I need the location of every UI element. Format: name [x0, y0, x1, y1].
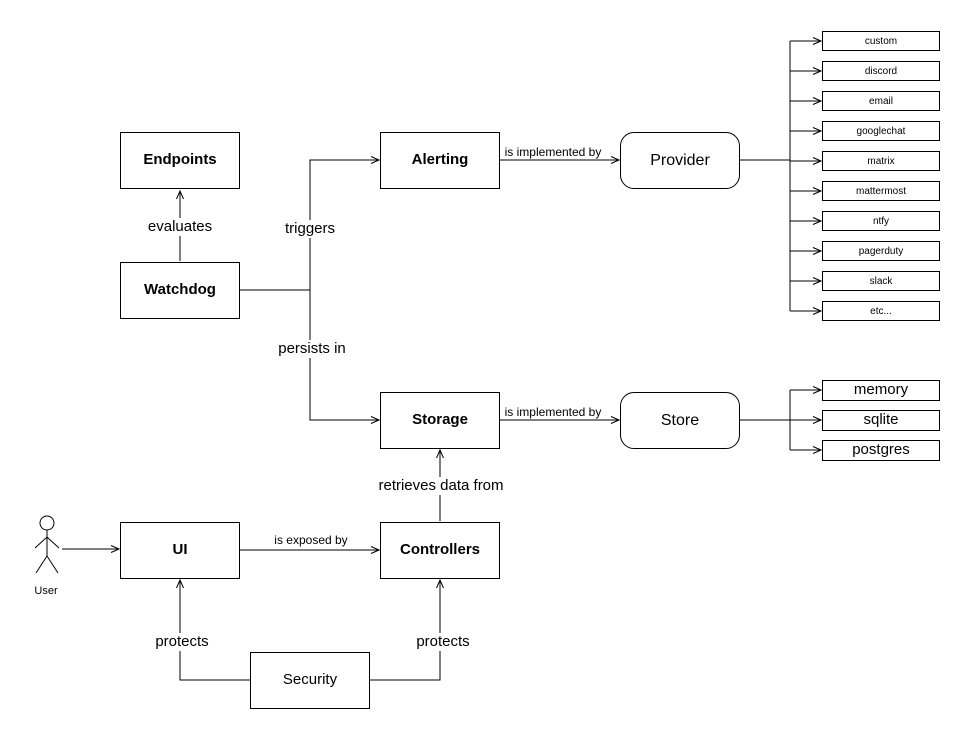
- node-endpoints: Endpoints: [120, 132, 240, 189]
- edge-watchdog-alerting: [309, 160, 379, 290]
- edge-label-storage-implemented-by: is implemented by: [501, 404, 605, 420]
- user-actor-label: User: [34, 585, 58, 597]
- node-watchdog: Watchdog: [120, 262, 240, 319]
- node-controllers: Controllers: [380, 522, 500, 579]
- provider-item-matrix: matrix: [822, 151, 940, 171]
- node-provider: Provider: [620, 132, 740, 189]
- provider-item-pagerduty: pagerduty: [822, 241, 940, 261]
- node-security: Security: [250, 652, 370, 709]
- node-store: Store: [620, 392, 740, 449]
- edge-security-ui: [180, 580, 250, 681]
- edge-label-evaluates: evaluates: [144, 218, 216, 236]
- provider-item-etc: etc...: [822, 301, 940, 321]
- provider-item-slack: slack: [822, 271, 940, 291]
- edge-label-retrieves-data-from: retrieves data from: [375, 477, 507, 495]
- edge-label-alerting-implemented-by: is implemented by: [501, 144, 605, 160]
- edge-label-protects-controllers: protects: [413, 633, 473, 651]
- node-alerting: Alerting: [380, 132, 500, 189]
- edge-store-fanout: [740, 390, 821, 450]
- store-item-memory: memory: [822, 380, 940, 401]
- edge-watchdog-storage: [309, 290, 379, 420]
- edge-security-controllers: [370, 580, 440, 681]
- provider-item-discord: discord: [822, 61, 940, 81]
- provider-item-googlechat: googlechat: [822, 121, 940, 141]
- edge-label-persists-in: persists in: [275, 340, 349, 358]
- store-item-sqlite: sqlite: [822, 410, 940, 431]
- edge-label-protects-ui: protects: [152, 633, 212, 651]
- node-ui: UI: [120, 522, 240, 579]
- provider-item-email: email: [822, 91, 940, 111]
- store-item-postgres: postgres: [822, 440, 940, 461]
- edge-label-is-exposed-by: is exposed by: [271, 532, 351, 548]
- edge-provider-fanout: [740, 41, 821, 311]
- provider-item-custom: custom: [822, 31, 940, 51]
- provider-item-ntfy: ntfy: [822, 211, 940, 231]
- node-storage: Storage: [380, 392, 500, 449]
- user-actor-icon: [34, 515, 60, 574]
- edge-label-triggers: triggers: [281, 220, 339, 238]
- provider-item-mattermost: mattermost: [822, 181, 940, 201]
